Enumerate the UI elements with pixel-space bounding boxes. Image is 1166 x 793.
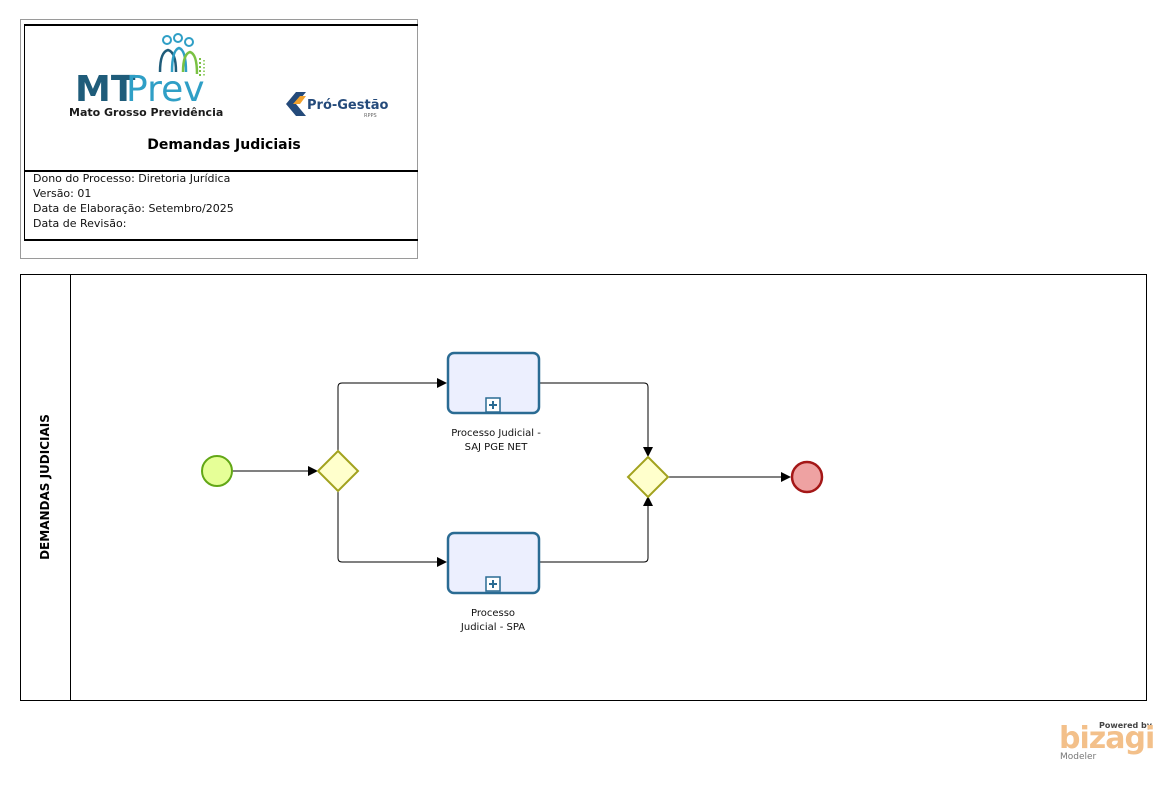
meta-version: Versão: 01 [33, 187, 92, 200]
header-table [24, 24, 418, 241]
task-1-label-line2: SAJ PGE NET [464, 442, 528, 453]
header-frame [20, 19, 418, 259]
meta-created: Data de Elaboração: Setembro/2025 [33, 202, 234, 215]
task-2-label-line2: Judicial - SPA [460, 622, 526, 633]
header-divider [24, 170, 418, 172]
mtprev-logo-mt: MT [75, 69, 136, 110]
mtprev-logo-icon [158, 33, 205, 76]
powered-by-text: Powered by [1099, 721, 1152, 730]
subprocess-plus-icon [485, 576, 501, 592]
start-event[interactable] [201, 455, 233, 487]
split-gateway[interactable] [316, 449, 360, 493]
task-spa[interactable] [446, 531, 541, 595]
progestao-logo-sub: RPPS [364, 113, 377, 119]
org-name: Mato Grosso Previdência [69, 106, 224, 119]
task-1-label: Processo Judicial - SAJ PGE NET [431, 427, 561, 455]
task-saj-pge-net[interactable] [446, 351, 541, 415]
subprocess-plus-icon [485, 397, 501, 413]
join-gateway[interactable] [626, 455, 670, 499]
meta-revision: Data de Revisão: [33, 217, 127, 230]
progestao-logo-icon [286, 92, 306, 116]
document-title: Demandas Judiciais [147, 137, 301, 153]
progestao-logo-name: Pró-Gestão [307, 98, 388, 113]
meta-owner: Dono do Processo: Diretoria Jurídica [33, 172, 231, 185]
bizagi-logo: bizagi [1059, 721, 1155, 756]
flow-gateway-to-task-2 [337, 491, 447, 567]
flow-gateway-to-task-1 [337, 378, 447, 451]
end-event[interactable] [790, 460, 824, 494]
pool-header[interactable] [20, 274, 71, 701]
task-2-label: Processo Judicial - SPA [428, 607, 558, 635]
flow-task-1-to-join [540, 382, 653, 457]
flow-task-2-to-join [540, 496, 653, 563]
mtprev-logo-prev: Prev [126, 69, 205, 110]
bizagi-modeler-text: Modeler [1060, 752, 1097, 762]
task-2-label-line1: Processo [470, 608, 516, 619]
pool[interactable] [20, 274, 1147, 701]
task-1-label-line1: Processo Judicial - [451, 428, 541, 439]
